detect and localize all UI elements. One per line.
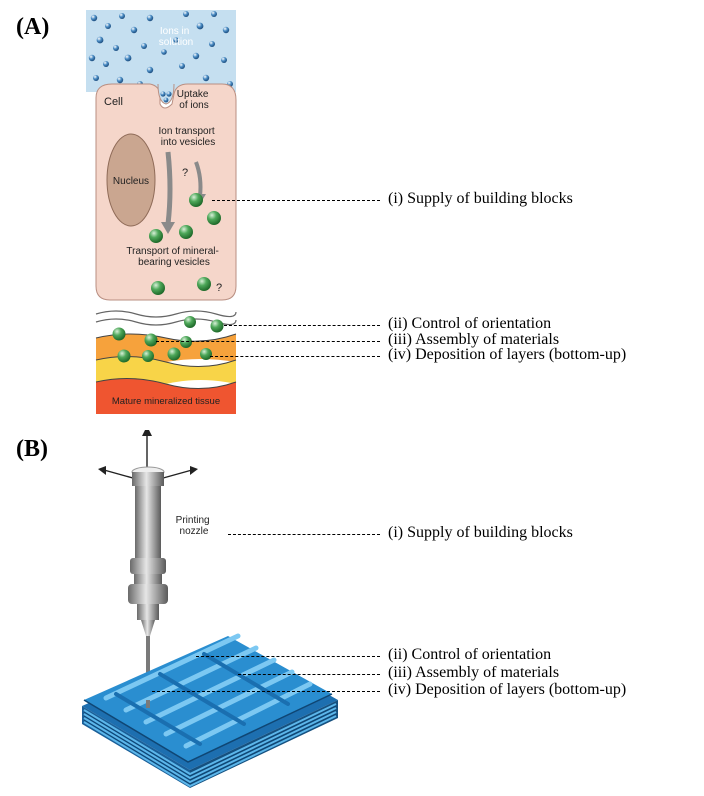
transport-arrow: [165, 151, 173, 225]
vesicle: [197, 277, 211, 291]
leader-line: [210, 356, 380, 357]
transport-arrow: [194, 161, 203, 197]
uptake-ion: [160, 91, 166, 97]
vesicle: [142, 350, 154, 362]
nucleus-label: Nucleus: [113, 176, 149, 187]
question-mark: ?: [182, 167, 188, 179]
vesicle: [112, 327, 126, 341]
printing-nozzle-label-line2: nozzle: [180, 526, 209, 537]
uptake-ion: [163, 97, 169, 103]
panel-b-label: (B): [16, 436, 48, 462]
annotation-a-ii: (ii) Control of orientation: [388, 315, 552, 332]
printing-nozzle-label: Printing nozzle: [176, 515, 213, 537]
vesicle: [189, 193, 203, 207]
annotation-b-ii: (ii) Control of orientation: [388, 646, 552, 663]
leader-line: [196, 656, 380, 657]
panel-a-label: (A): [16, 14, 50, 40]
leader-line: [238, 674, 380, 675]
scaffold-top: [84, 636, 332, 762]
vesicle: [180, 336, 192, 348]
transport-vesicles-label: Transport of mineral- bearing vesicles: [126, 246, 221, 268]
vesicle: [117, 349, 131, 363]
vesicle: [179, 225, 193, 239]
leader-line: [156, 341, 380, 342]
ion-transport-label: Ion transport into vesicles: [159, 126, 218, 148]
mature-tissue-label: Mature mineralized tissue: [112, 396, 220, 407]
solution-region: [86, 10, 236, 92]
vesicle: [210, 319, 224, 333]
annotation-b-iii: (iii) Assembly of materials: [388, 664, 560, 681]
leader-line: [228, 534, 380, 535]
leader-line: [152, 691, 380, 692]
scaffold: [82, 633, 338, 788]
vesicle: [144, 333, 158, 347]
annotation-a-i: (i) Supply of building blocks: [388, 190, 573, 207]
vesicle: [151, 281, 165, 295]
transport-vesicles-label-line2: bearing vesicles: [138, 257, 210, 268]
vesicle: [200, 348, 212, 360]
printing-illustration: Printing nozzle: [82, 430, 338, 788]
layer-boundary: [95, 355, 237, 368]
uptake-label-line2: of ions: [179, 100, 208, 111]
membrane-line: [95, 318, 237, 326]
uptake-ion: [166, 91, 172, 97]
uptake-pocket: [157, 83, 175, 105]
annotation-a-iv: (iv) Deposition of layers (bottom-up): [388, 346, 627, 363]
leader-line: [212, 200, 380, 201]
vesicle: [167, 347, 181, 361]
nucleus: [106, 133, 156, 227]
biomineralization-illustration: Ions in solution Cell Uptake of ions Ion…: [86, 10, 237, 414]
vesicle: [149, 229, 163, 243]
ions-group: [88, 11, 233, 87]
cell-label: Cell: [104, 96, 123, 108]
membrane-line: [95, 310, 237, 318]
ion-transport-label-line2: into vesicles: [161, 137, 215, 148]
annotation-a-iii: (iii) Assembly of materials: [388, 331, 560, 348]
vesicle: [184, 316, 196, 328]
layer-red: [96, 378, 236, 414]
annotation-b-iv: (iv) Deposition of layers (bottom-up): [388, 681, 627, 698]
uptake-label: Uptake of ions: [177, 89, 211, 111]
layer-boundary: [95, 377, 237, 390]
annotation-b-i: (i) Supply of building blocks: [388, 524, 573, 541]
printing-nozzle: [128, 466, 168, 706]
vesicle: [207, 211, 221, 225]
transport-arrow-head: [161, 222, 175, 234]
ions-in-solution-label: Ions in solution: [159, 26, 193, 48]
question-mark-2: ?: [216, 282, 222, 294]
leader-line: [224, 325, 380, 326]
ions-in-solution-label-line2: solution: [159, 37, 193, 48]
